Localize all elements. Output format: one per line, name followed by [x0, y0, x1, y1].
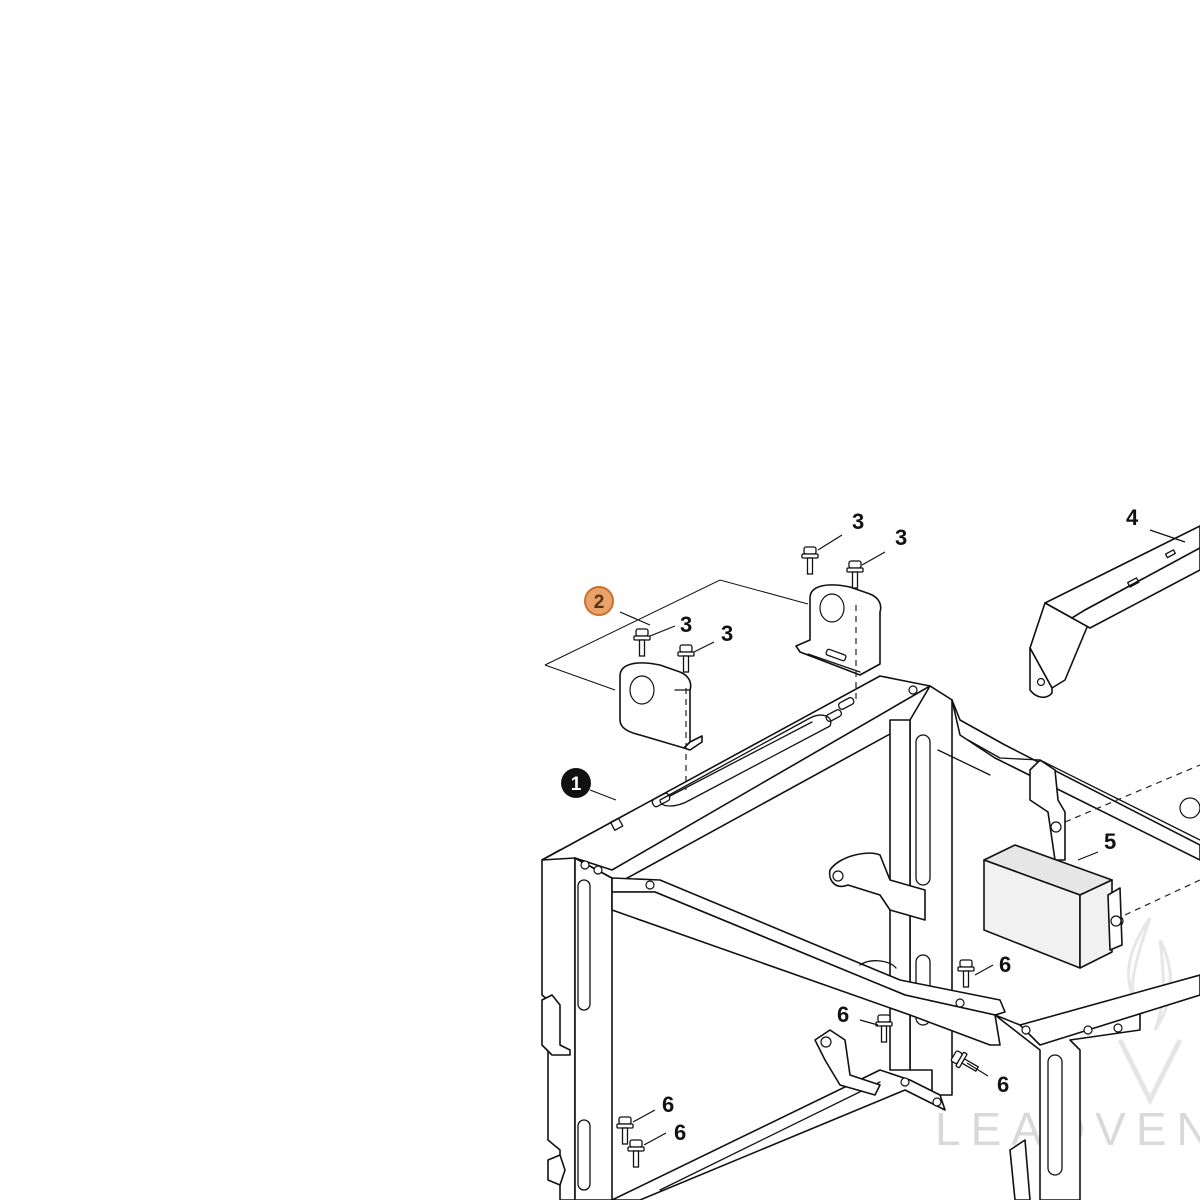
- frame-assembly: [541, 675, 1200, 1200]
- bracket-group-leader: [544, 579, 809, 691]
- top-support-bar: [1029, 525, 1200, 699]
- svg-text:3: 3: [895, 525, 907, 550]
- bolt-leaders: [649, 534, 886, 653]
- svg-text:1: 1: [571, 774, 582, 795]
- mounting-bracket-left: [619, 662, 703, 790]
- callout-2: 2: [584, 586, 614, 616]
- svg-text:5: 5: [1104, 829, 1116, 854]
- mounting-bracket-right: [795, 584, 882, 700]
- flange-bolt-icon: [633, 546, 864, 673]
- callout-6-labels: 6 6 6 6 6: [662, 952, 1011, 1145]
- svg-text:6: 6: [999, 952, 1011, 977]
- svg-text:6: 6: [837, 1002, 849, 1027]
- svg-text:6: 6: [674, 1120, 686, 1145]
- svg-text:2: 2: [594, 592, 605, 613]
- svg-text:4: 4: [1126, 505, 1139, 530]
- electrical-module: [983, 764, 1200, 969]
- callout-3-labels: 3 3 3 3: [680, 509, 907, 646]
- callout-5: 5: [1104, 829, 1116, 854]
- svg-text:3: 3: [721, 621, 733, 646]
- svg-text:6: 6: [662, 1092, 674, 1117]
- svg-text:6: 6: [997, 1072, 1009, 1097]
- svg-text:3: 3: [680, 612, 692, 637]
- screw-leaders: [632, 964, 994, 1146]
- svg-text:3: 3: [852, 509, 864, 534]
- callout-4: 4: [1126, 505, 1139, 530]
- callout-1: 1: [561, 768, 617, 801]
